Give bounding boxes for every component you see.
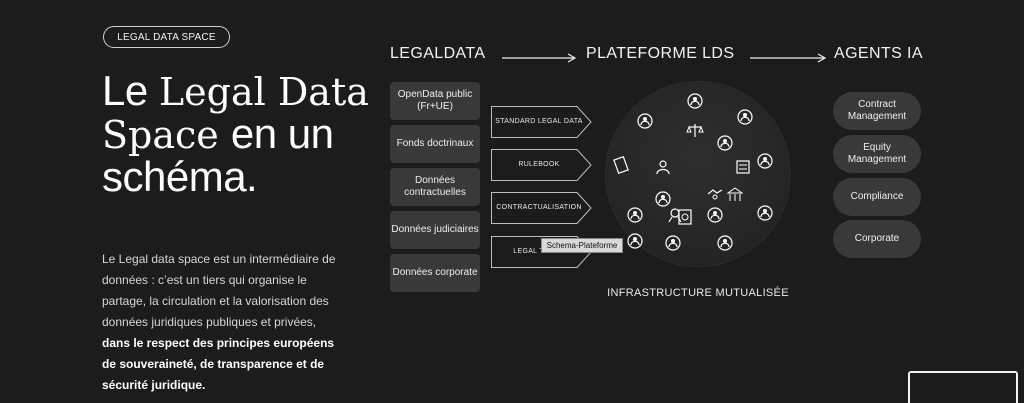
ai-head-icon xyxy=(756,152,774,170)
legaldata-header: LEGALDATA xyxy=(390,45,486,62)
intro-bold-text: dans le respect des principes européens … xyxy=(102,336,335,392)
ai-head-icon xyxy=(716,234,734,252)
step-standard-legal-data: STANDARD LEGAL DATA xyxy=(495,118,583,125)
intro-text: Le Legal data space est un intermédiaire… xyxy=(102,252,336,329)
arrow-right-icon xyxy=(502,53,577,63)
ai-head-icon xyxy=(716,134,734,152)
handshake-icon xyxy=(706,184,724,202)
title-word: schéma. xyxy=(102,153,258,200)
plateforme-header: PLATEFORME LDS xyxy=(586,45,735,62)
platform-circle xyxy=(606,82,790,266)
step-contractualisation: CONTRACTUALISATION xyxy=(496,204,582,211)
infrastructure-label: INFRASTRUCTURE MUTUALISÉE xyxy=(607,287,789,299)
title-word: Le xyxy=(102,67,159,114)
ai-head-icon xyxy=(654,190,672,208)
agent-equity-management: Equity Management xyxy=(833,135,921,173)
agents-header: AGENTS IA xyxy=(834,45,923,62)
ai-head-icon xyxy=(636,112,654,130)
source-opendata: OpenData public (Fr+UE) xyxy=(390,82,480,120)
contract-icon xyxy=(734,158,752,176)
step-chevron xyxy=(491,192,592,224)
document-icon xyxy=(612,155,630,175)
title-word: en un xyxy=(230,110,334,157)
source-contractuelles: Données contractuelles xyxy=(390,168,480,206)
preview-thumbnail[interactable] xyxy=(908,371,1018,403)
certificate-icon xyxy=(676,208,694,226)
tooltip: Schema-Plateforme xyxy=(541,238,623,253)
step-rulebook: RULEBOOK xyxy=(518,161,560,168)
page-title: Le Legal Data Space en un schéma. xyxy=(102,70,369,198)
ai-head-icon xyxy=(626,206,644,224)
agent-contract-management: Contract Management xyxy=(833,92,921,130)
step-chevron xyxy=(491,149,592,181)
source-fonds: Fonds doctrinaux xyxy=(390,125,480,163)
title-word: Legal Data xyxy=(158,70,369,114)
source-judiciaires: Données judiciaires xyxy=(390,211,480,249)
scales-icon xyxy=(686,122,704,140)
ai-head-icon xyxy=(686,92,704,110)
ai-head-icon xyxy=(706,206,724,224)
step-chevron xyxy=(491,106,592,138)
ai-head-icon xyxy=(756,204,774,222)
agent-compliance: Compliance xyxy=(833,178,921,216)
intro-paragraph: Le Legal data space est un intermédiaire… xyxy=(102,249,347,396)
step-legal-token: LEGAL TOKEN xyxy=(513,248,565,255)
ai-head-icon xyxy=(664,234,682,252)
ai-head-icon xyxy=(626,232,644,250)
building-icon xyxy=(726,186,744,204)
ai-head-icon xyxy=(736,108,754,126)
title-word: Space xyxy=(102,113,231,157)
legal-data-space-badge: LEGAL DATA SPACE xyxy=(103,26,230,48)
source-corporate: Données corporate xyxy=(390,254,480,292)
agent-corporate: Corporate xyxy=(833,220,921,258)
worker-icon xyxy=(654,158,672,176)
arrow-right-icon xyxy=(750,53,827,63)
